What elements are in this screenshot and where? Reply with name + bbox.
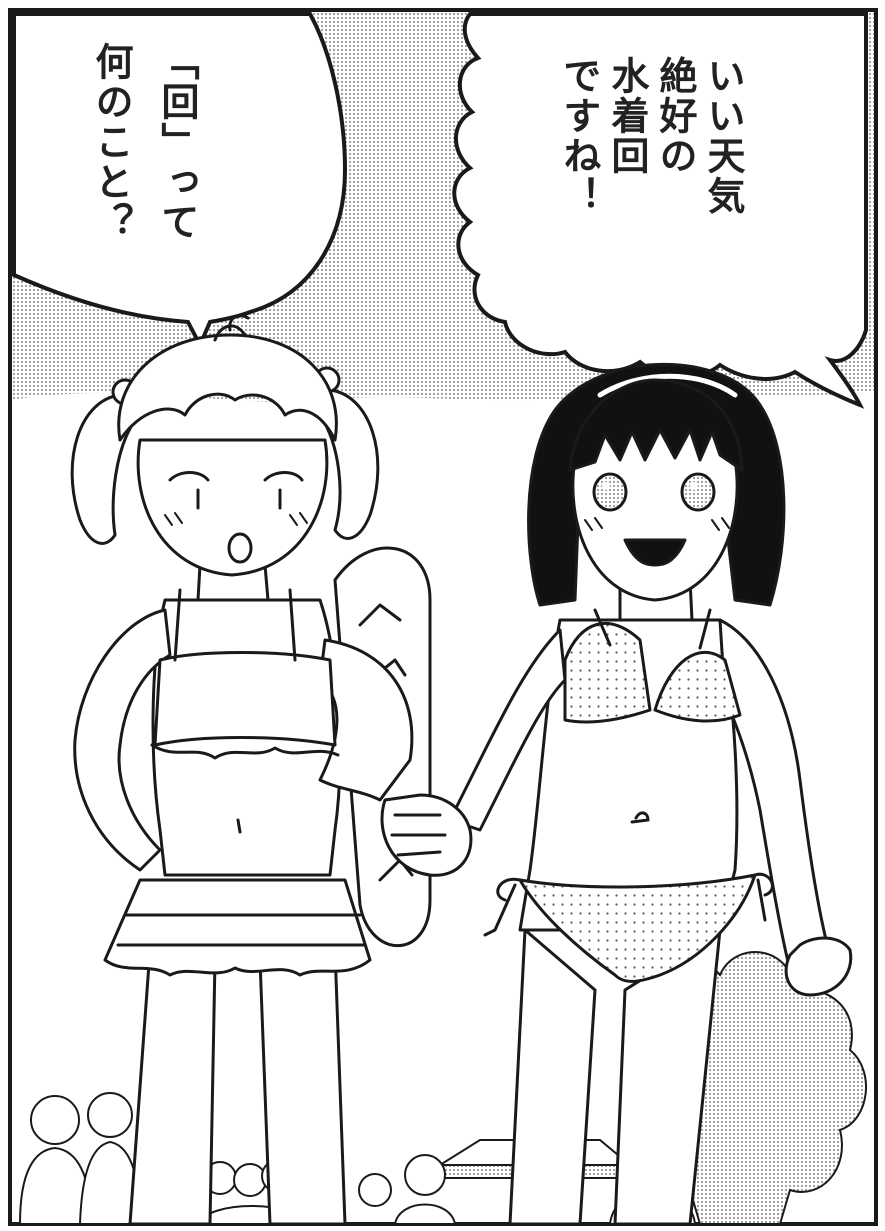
right-girl bbox=[380, 362, 853, 1226]
speech-left-line-2: 何のこと？ bbox=[89, 42, 133, 242]
speech-right-line-2: 絶好の bbox=[653, 56, 697, 176]
speech-right-line-1: いい天気 bbox=[701, 56, 745, 216]
speech-bubble-left bbox=[12, 12, 348, 350]
left-girl bbox=[70, 314, 432, 1226]
speech-bubble-right bbox=[452, 12, 868, 409]
left-girl-swim-skirt bbox=[103, 878, 372, 977]
speech-left-line-1: 「回」って bbox=[155, 42, 199, 242]
speech-left-text: 「回」って 何のこと？ bbox=[89, 42, 199, 322]
right-girl-bikini-bottom bbox=[518, 873, 757, 983]
speech-right-text: いい天気 絶好の 水着回 ですね！ bbox=[557, 56, 745, 336]
left-girl-swimsuit-top bbox=[153, 651, 337, 747]
speech-right-line-3: 水着回 bbox=[605, 56, 649, 176]
right-girl-bikini-top bbox=[563, 622, 652, 724]
speech-right-line-4: ですね！ bbox=[557, 56, 601, 216]
